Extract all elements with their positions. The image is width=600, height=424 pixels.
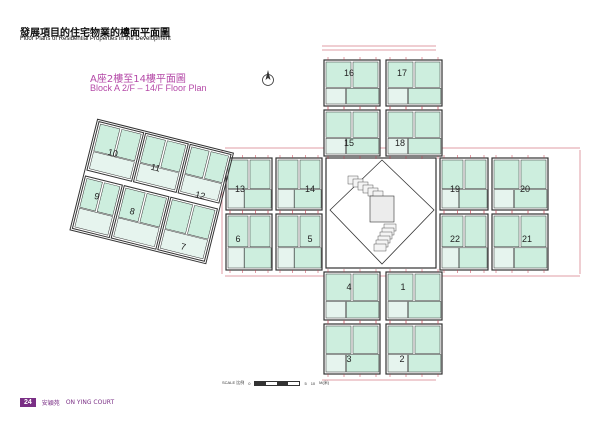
- flat-unit: 2: [385, 321, 443, 377]
- scale-ruler: [254, 380, 301, 386]
- page-title-en: Floor Plans of Residential Properties in…: [20, 36, 171, 42]
- page-title-zh: 發展項目的住宅物業的樓面平面圖: [20, 28, 170, 39]
- flat-unit: 7: [157, 196, 219, 262]
- plan-title-zh: A座2樓至14樓平面圖: [90, 74, 186, 85]
- court-name-en: ON YING COURT: [65, 398, 115, 406]
- flat-unit: 13: [225, 155, 273, 213]
- unit-number-label: 22: [450, 234, 460, 244]
- unit-number-label: 21: [522, 234, 532, 244]
- flat-unit: 17: [385, 57, 443, 109]
- court-name-zh: 安穎苑: [41, 399, 60, 407]
- flat-unit: 19: [439, 155, 489, 213]
- flat-unit: 16: [323, 57, 381, 109]
- scale-start: 0: [248, 380, 251, 386]
- unit-number-label: 11: [150, 162, 161, 174]
- unit-number-label: 13: [235, 184, 245, 194]
- scale-label: SCALE 比例: [222, 380, 245, 385]
- unit-number-label: 14: [305, 184, 315, 194]
- flat-unit: 9: [71, 175, 123, 239]
- unit-number-label: 17: [397, 68, 407, 78]
- scale-end: 10: [310, 380, 316, 386]
- flat-unit: 22: [439, 211, 489, 273]
- scale-unit: M(米): [319, 380, 330, 385]
- unit-number-label: 19: [450, 184, 460, 194]
- flat-unit: 8: [110, 185, 170, 250]
- unit-number-label: 2: [399, 354, 404, 364]
- flat-unit: 18: [385, 107, 443, 159]
- flat-unit: 15: [323, 107, 381, 159]
- annex-wing: 10 11 12 9 8 7: [69, 118, 235, 265]
- unit-number-label: 12: [194, 189, 206, 201]
- flat-unit: 20: [491, 155, 549, 213]
- unit-number-label: 1: [400, 282, 405, 292]
- unit-number-label: 10: [107, 147, 119, 159]
- scale-bar: SCALE 比例 0 5 10 M(米): [222, 380, 329, 386]
- flat-unit: 4: [323, 269, 381, 323]
- flat-unit: 21: [491, 211, 549, 273]
- unit-number-label: 4: [346, 282, 351, 292]
- flat-unit: 10: [86, 121, 145, 182]
- page-footer: 24 安穎苑 ON YING COURT: [20, 396, 114, 408]
- flat-unit: 14: [275, 155, 323, 213]
- flat-unit: 5: [275, 211, 323, 273]
- unit-number-label: 15: [344, 138, 354, 148]
- unit-number-label: 8: [129, 206, 136, 217]
- plan-title-en: Block A 2/F – 14/F Floor Plan: [90, 83, 207, 93]
- page-number: 24: [20, 397, 36, 407]
- flat-unit: 12: [177, 143, 232, 204]
- flat-unit: 3: [323, 321, 381, 377]
- central-core: [325, 157, 437, 269]
- unit-number-label: 5: [307, 234, 312, 244]
- unit-number-label: 3: [346, 354, 351, 364]
- unit-number-label: 6: [235, 234, 240, 244]
- unit-number-label: 20: [520, 184, 530, 194]
- unit-number-label: 16: [344, 68, 354, 78]
- flat-unit: 1: [385, 269, 443, 323]
- flat-unit: 6: [225, 211, 273, 273]
- unit-number-label: 7: [180, 241, 187, 252]
- scale-mark: 5: [304, 380, 307, 386]
- north-arrow-icon: [262, 70, 274, 86]
- flat-unit: 11: [132, 132, 189, 194]
- unit-number-label: 18: [395, 138, 405, 148]
- unit-number-label: 9: [93, 191, 100, 202]
